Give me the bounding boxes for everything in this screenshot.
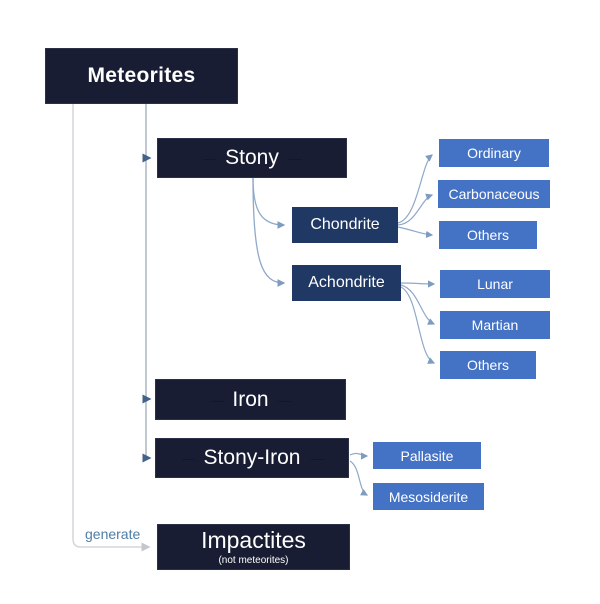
node-chondrite-others: Others [439,221,537,249]
edge-achondrite-martian [400,284,436,325]
node-achondrite: Achondrite [292,265,401,301]
edge-achondrite-lunar [400,280,436,288]
node-ordinary-label: Ordinary [467,145,521,161]
stony-iron-side-mark-left: ‒‒‒‒‒ [181,457,195,463]
node-stony-label: Stony [225,146,279,169]
node-carbonaceous: Carbonaceous [438,180,550,208]
node-stony-iron-label: Stony-Iron [203,446,301,469]
iron-side-mark-left: ‒‒‒‒‒ [210,398,224,405]
stony-iron-side-mark-right: ‒‒‒‒‒ [310,457,323,463]
node-meteorites: Meteorites [45,48,238,104]
stony-side-mark-right: ‒‒‒‒‒ [288,157,302,163]
node-achondrite-others: Others [440,351,536,379]
node-carbonaceous-label: Carbonaceous [448,186,540,202]
edge-stony-achondrite [252,177,286,287]
node-martian-label: Martian [471,317,519,333]
edge-chondrite-carbonaceous [397,193,434,226]
edge-stonyiron-mesosiderite [349,460,369,496]
node-lunar-label: Lunar [477,276,513,292]
node-stony-iron: ‒‒‒‒‒ Stony-Iron ‒‒‒‒‒ [155,438,349,478]
node-impactites-label: Impactites [201,527,306,554]
edge-stonyiron-pallasite [349,452,369,460]
edge-chondrite-ordinary [397,154,433,224]
stony-side-mark-left: ‒‒‒‒‒ [203,157,216,163]
node-martian: Martian [440,311,550,339]
node-mesosiderite: Mesosiderite [373,483,484,510]
node-lunar: Lunar [440,270,550,298]
edge-chondrite-others [397,226,434,239]
edge-meteorites-impactites [72,104,151,552]
node-chondrite: Chondrite [292,207,398,243]
node-stony: ‒‒‒‒‒ Stony ‒‒‒‒‒ [157,138,347,178]
node-chondrite-label: Chondrite [310,216,380,233]
node-iron-label: Iron [232,387,269,411]
node-pallasite-label: Pallasite [400,447,454,464]
iron-side-mark-right: ‒‒‒‒‒ [278,398,292,405]
node-ordinary: Ordinary [439,139,549,167]
node-impactites: Impactites (not meteorites) [157,524,350,570]
node-chondrite-others-label: Others [466,227,509,243]
edge-achondrite-others [400,286,436,364]
node-achondrite-others-label: Others [466,357,509,373]
edge-stony-chondrite [252,177,286,229]
node-meteorites-label: Meteorites [87,64,196,87]
impactites-text-stack: Impactites (not meteorites) [201,527,306,566]
node-impactites-sublabel: (not meteorites) [218,554,289,566]
node-iron: ‒‒‒‒‒ Iron ‒‒‒‒‒ [155,379,346,420]
node-achondrite-label: Achondrite [308,274,385,291]
node-pallasite: Pallasite [373,442,481,469]
generate-edge-label: generate [85,526,141,542]
node-mesosiderite-label: Mesosiderite [388,488,469,505]
